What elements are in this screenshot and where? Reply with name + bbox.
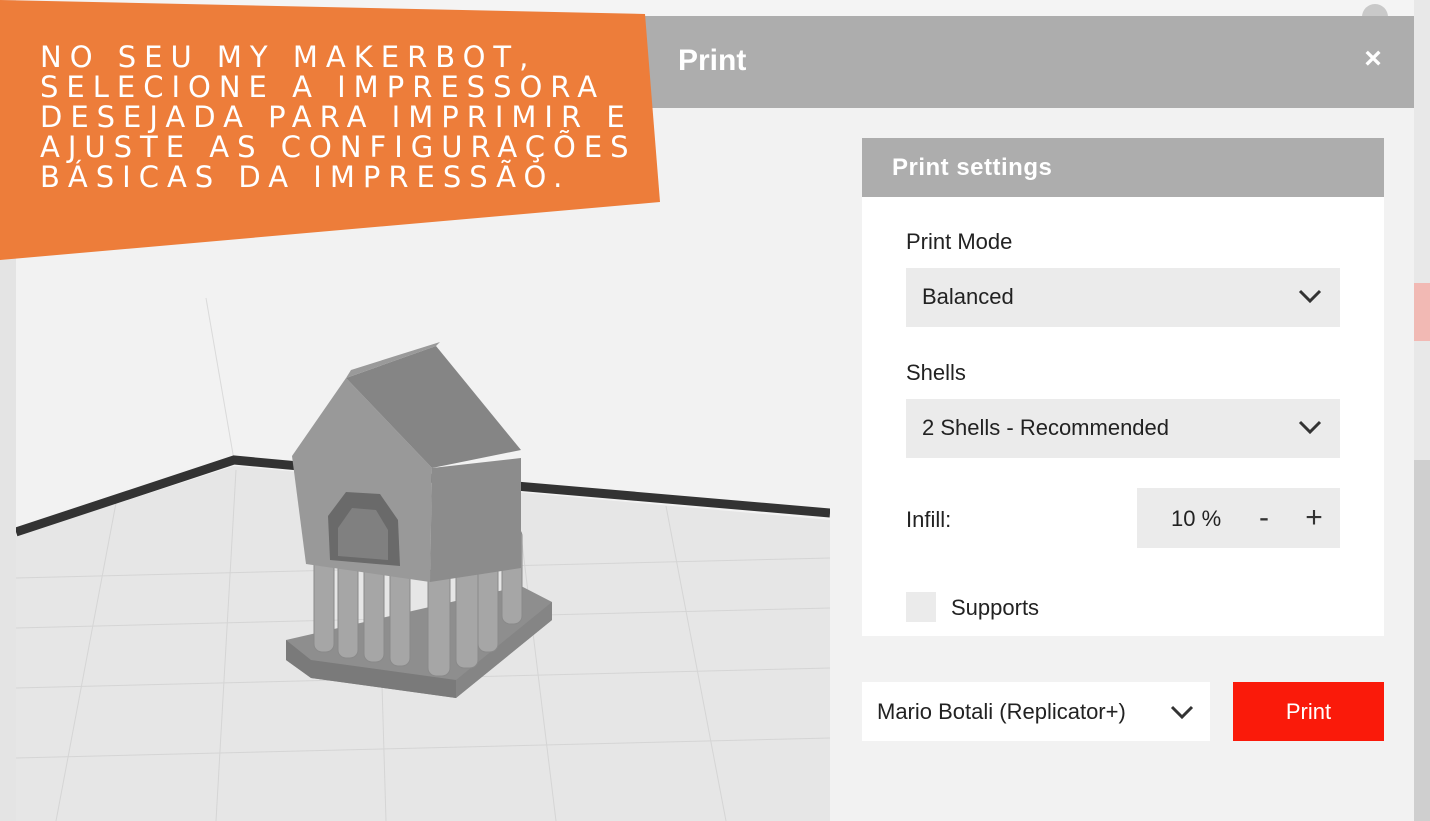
chevron-down-icon bbox=[1170, 705, 1194, 720]
callout-line: DESEJADA PARA IMPRIMIR E bbox=[40, 100, 633, 134]
infill-increase-button[interactable]: + bbox=[1305, 501, 1323, 534]
background-page-panel bbox=[1414, 460, 1430, 821]
instruction-callout: NO SEU MY MAKERBOT, SELECIONE A IMPRESSO… bbox=[0, 0, 670, 270]
print-settings-panel: Print settings Print Mode Balanced Shell… bbox=[862, 138, 1384, 636]
chevron-down-icon bbox=[1298, 420, 1322, 435]
callout-background bbox=[0, 0, 660, 260]
callout-line: SELECIONE A IMPRESSORA bbox=[40, 70, 606, 104]
supports-checkbox[interactable] bbox=[906, 592, 936, 622]
print-mode-label: Print Mode bbox=[906, 229, 1013, 254]
infill-stepper: 10 % - + bbox=[1137, 488, 1340, 548]
print-mode-value: Balanced bbox=[922, 284, 1014, 309]
callout-line: AJUSTE AS CONFIGURAÇÕES bbox=[40, 130, 637, 164]
infill-decrease-button[interactable]: - bbox=[1259, 501, 1269, 534]
3d-viewport[interactable] bbox=[16, 108, 830, 821]
build-plate-render bbox=[16, 108, 830, 821]
printer-value: Mario Botali (Replicator+) bbox=[877, 699, 1126, 724]
infill-label: Infill: bbox=[906, 507, 952, 532]
print-settings-header: Print settings bbox=[862, 138, 1384, 197]
callout-text: NO SEU MY MAKERBOT, SELECIONE A IMPRESSO… bbox=[40, 42, 660, 192]
infill-value[interactable]: 10 % bbox=[1171, 506, 1222, 531]
shells-select[interactable]: 2 Shells - Recommended bbox=[906, 399, 1340, 458]
printer-select[interactable]: Mario Botali (Replicator+) bbox=[862, 682, 1210, 741]
print-button[interactable]: Print bbox=[1233, 682, 1384, 741]
callout-line: BÁSICAS DA IMPRESSÃO. bbox=[40, 160, 571, 194]
chevron-down-icon bbox=[1298, 289, 1322, 304]
callout-line: NO SEU MY MAKERBOT, bbox=[40, 40, 537, 74]
close-icon[interactable]: × bbox=[1364, 42, 1382, 75]
dialog-title: Print bbox=[678, 44, 747, 77]
background-page-accent bbox=[1414, 283, 1430, 341]
print-mode-select[interactable]: Balanced bbox=[906, 268, 1340, 327]
shells-value: 2 Shells - Recommended bbox=[922, 415, 1170, 440]
shells-label: Shells bbox=[906, 360, 966, 385]
supports-label[interactable]: Supports bbox=[951, 595, 1040, 620]
print-settings-title: Print settings bbox=[892, 154, 1053, 181]
